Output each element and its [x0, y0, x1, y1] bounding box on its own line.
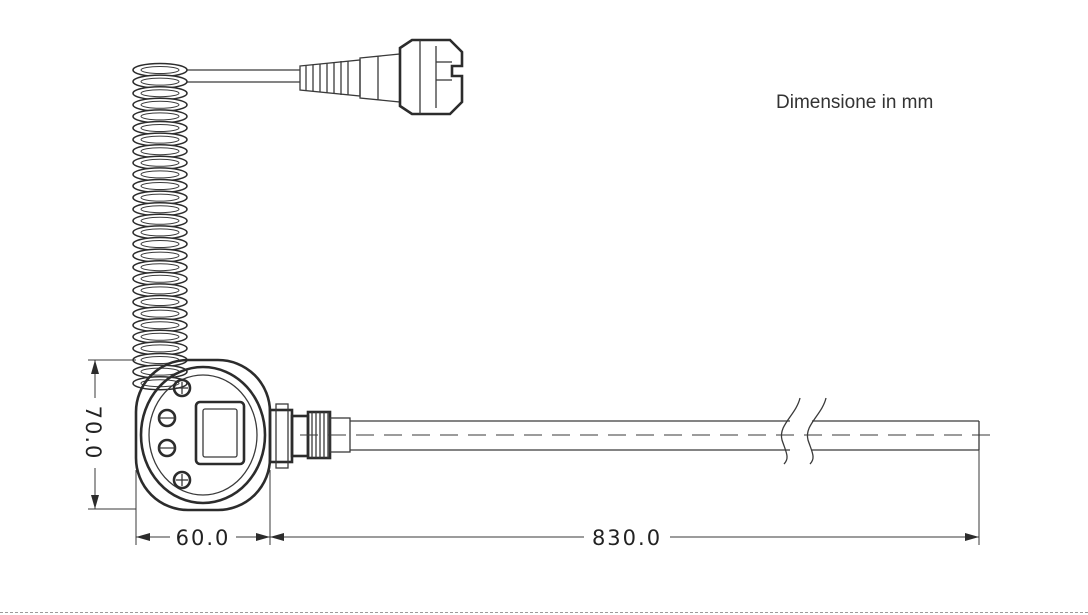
coil-loop-inner — [140, 263, 180, 272]
coil-loop-inner — [140, 158, 180, 167]
coil-loop-inner — [140, 251, 180, 260]
length-dimension-label: 830.0 — [592, 526, 662, 550]
coil-loop-inner — [140, 193, 180, 202]
coil-loop-inner — [140, 147, 180, 156]
coil-loop-inner — [140, 216, 180, 225]
coil-loop-inner — [140, 66, 180, 74]
coil-loop-inner — [140, 124, 180, 132]
button-bottom-icon — [172, 470, 192, 490]
heating-rod — [300, 397, 996, 465]
coil-loop-inner — [140, 77, 180, 86]
strain-relief-ribs — [305, 61, 349, 95]
button-lower-icon — [157, 438, 177, 458]
coil-loop-inner — [140, 298, 180, 306]
coil-loop-inner — [140, 182, 180, 190]
coil-loop-inner — [140, 112, 180, 121]
coil-loop-inner — [140, 89, 180, 98]
coil-loop-inner — [140, 135, 180, 144]
coiled-cable — [132, 62, 188, 391]
coil-loop-inner — [140, 240, 180, 248]
dimension-height: 70.0 — [80, 359, 136, 510]
dimension-body-width: 60.0 — [135, 470, 271, 550]
coil-loop-inner — [140, 332, 180, 341]
coil-loop-inner — [140, 170, 180, 179]
display-window — [194, 400, 246, 466]
button-middle-icon — [157, 408, 177, 428]
height-dimension-label: 70.0 — [81, 406, 105, 461]
button-top-icon — [172, 378, 192, 398]
coil-loop-inner — [140, 228, 180, 237]
unit-note: Dimensione in mm — [776, 92, 933, 113]
body-width-dimension-label: 60.0 — [176, 526, 231, 550]
coil-loop-inner — [140, 274, 180, 283]
coil-loop-inner — [140, 286, 180, 295]
bottom-rule — [0, 612, 1088, 613]
power-plug — [182, 38, 464, 116]
coil-loop-inner — [140, 344, 180, 353]
control-head — [134, 358, 351, 512]
coil-loop-inner — [140, 321, 180, 330]
coil-loop-inner — [140, 100, 180, 109]
coil-loop-inner — [140, 309, 180, 318]
dimension-length: 830.0 — [270, 450, 980, 550]
coil-loop-inner — [140, 205, 180, 214]
